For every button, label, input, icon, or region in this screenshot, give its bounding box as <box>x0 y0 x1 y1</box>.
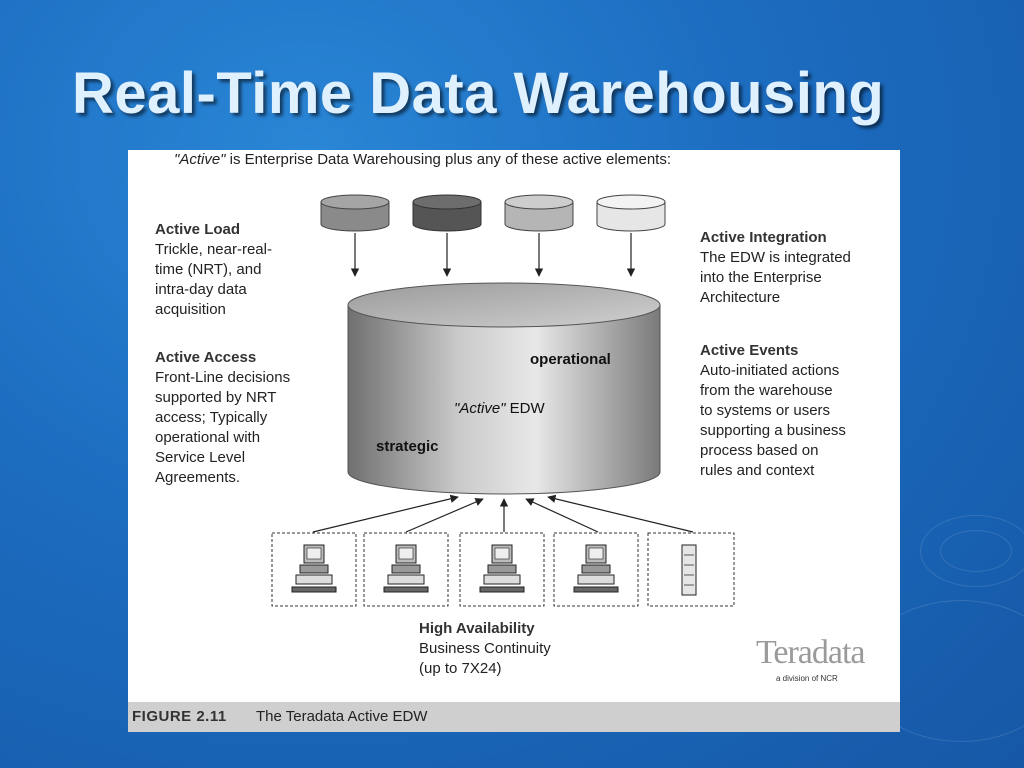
source-cylinder-1 <box>320 194 390 232</box>
edw-cylinder <box>347 282 661 495</box>
access-arrow-5 <box>547 494 694 533</box>
active-access-line: Service Level <box>155 449 246 466</box>
active-integration-heading: Active Integration <box>700 229 827 246</box>
high-availability-heading: High Availability <box>419 620 535 637</box>
strategic-label: strategic <box>376 438 439 455</box>
operational-label: operational <box>530 351 611 368</box>
active-events-line: rules and context <box>700 462 815 479</box>
active-access-line: supported by NRT <box>155 389 277 406</box>
edw-word: EDW <box>505 400 545 417</box>
workstation-box-4 <box>553 532 639 607</box>
active-access-heading: Active Access <box>155 349 257 366</box>
access-arrow-4 <box>525 498 599 533</box>
teradata-logo: Teradata <box>756 634 866 671</box>
workstation-icon <box>383 544 429 593</box>
server-icon <box>681 544 697 596</box>
workstation-icon <box>479 544 525 593</box>
workstation-box-1 <box>271 532 357 607</box>
active-access-line: operational with <box>155 429 261 446</box>
active-events-heading: Active Events <box>700 342 799 359</box>
active-load-line: Trickle, near-real- <box>155 241 272 258</box>
edw-label: "Active" EDW <box>454 400 545 417</box>
access-arrow-1 <box>312 494 459 533</box>
workstation-icon <box>291 544 337 593</box>
workstation-box-3 <box>459 532 545 607</box>
source-cylinder-4 <box>596 194 666 232</box>
diagram-graphics <box>271 194 735 607</box>
active-load-heading: Active Load <box>155 221 241 238</box>
workstation-icon <box>573 544 619 593</box>
figure-caption: The Teradata Active EDW <box>256 708 428 725</box>
intro-rest: is Enterprise Data Warehousing plus any … <box>225 151 672 168</box>
active-integration-line: The EDW is integrated <box>700 249 851 266</box>
active-events-line: Auto-initiated actions <box>700 362 840 379</box>
active-events-line: supporting a business <box>700 422 846 439</box>
active-load-line: acquisition <box>155 301 226 318</box>
slide-title: Real-Time Data Warehousing <box>72 61 885 126</box>
source-cylinder-2 <box>412 194 482 232</box>
figure-panel: "Active" is Enterprise Data Warehousing … <box>128 150 900 732</box>
workstation-box-2 <box>363 532 449 607</box>
active-load-line: intra-day data <box>155 281 247 298</box>
figure-number: FIGURE 2.11 <box>132 708 227 725</box>
edw-active-word: "Active" <box>454 400 506 417</box>
high-availability-line: (up to 7X24) <box>419 660 502 677</box>
active-integration-line: into the Enterprise <box>700 269 822 286</box>
background-ripple <box>920 515 1024 587</box>
active-events-line: process based on <box>700 442 819 459</box>
active-load-line: time (NRT), and <box>155 261 262 278</box>
teradata-logo-sub: a division of NCR <box>776 674 838 683</box>
active-access-line: Agreements. <box>155 469 241 486</box>
figure-caption-bar: FIGURE 2.11 The Teradata Active EDW <box>128 702 900 732</box>
active-access-line: Front-Line decisions <box>155 369 291 386</box>
active-access-line: access; Typically <box>155 409 268 426</box>
high-availability-line: Business Continuity <box>419 640 551 657</box>
source-cylinder-3 <box>504 194 574 232</box>
active-integration-line: Architecture <box>700 289 781 306</box>
access-arrow-2 <box>405 498 484 533</box>
intro-active-word: "Active" <box>174 151 226 168</box>
figure-intro: "Active" is Enterprise Data Warehousing … <box>174 150 671 170</box>
server-box <box>647 532 735 607</box>
active-events-line: to systems or users <box>700 402 831 419</box>
active-events-line: from the warehouse <box>700 382 833 399</box>
